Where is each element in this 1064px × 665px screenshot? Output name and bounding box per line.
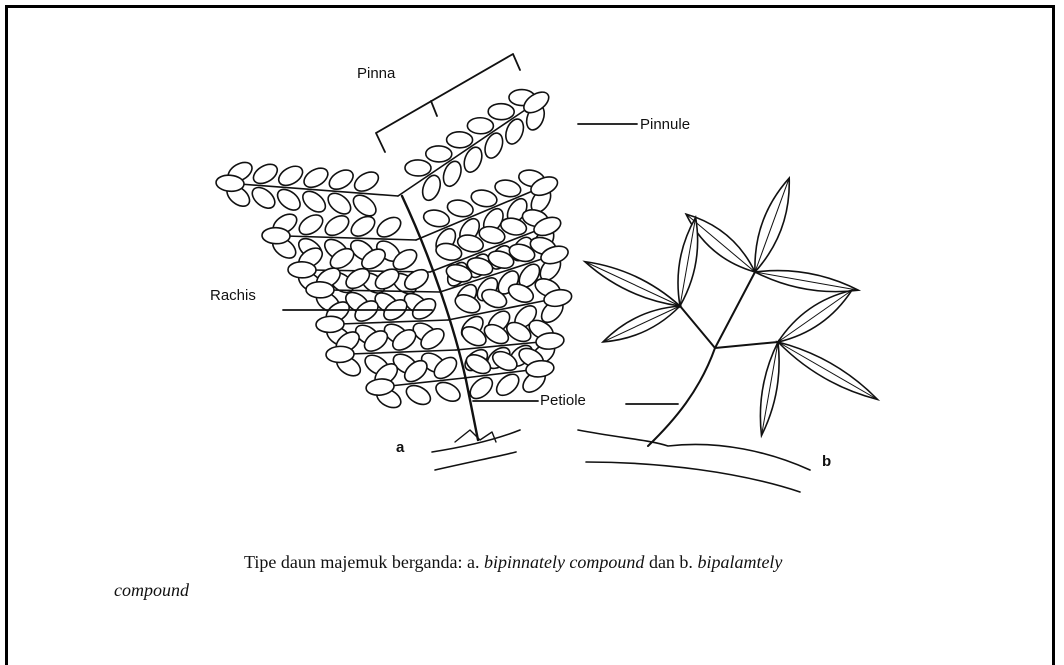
pinnule-leaflet bbox=[348, 213, 379, 241]
pinnule-leaflet bbox=[488, 103, 514, 119]
terminal-pinnule bbox=[306, 282, 334, 299]
rachilla-line bbox=[715, 342, 778, 348]
pinnule-leaflet bbox=[467, 118, 493, 134]
rachis-label: Rachis bbox=[210, 287, 256, 304]
pinnule-leaflet bbox=[482, 131, 506, 161]
pinnule-leaflet bbox=[322, 212, 353, 240]
pinnule-leaflet bbox=[470, 188, 499, 209]
rachilla-line bbox=[340, 320, 448, 324]
pinnule-leaflet bbox=[374, 213, 405, 241]
pinnule-leaflet bbox=[350, 191, 380, 220]
rachilla-line bbox=[680, 306, 715, 348]
terminal-pinnule bbox=[288, 262, 316, 278]
pinnule-leaflet bbox=[403, 382, 433, 409]
branch-line bbox=[435, 452, 516, 470]
pinnule-leaflet bbox=[296, 211, 327, 239]
pinna-label: Pinna bbox=[357, 65, 396, 82]
leaflet-midrib bbox=[778, 342, 878, 400]
branch-line bbox=[586, 462, 800, 492]
pinnule-leaflet bbox=[463, 351, 493, 377]
pinnule-leaflet bbox=[426, 146, 452, 162]
pinnule-leaflet bbox=[433, 379, 463, 406]
pinnule-leaflet bbox=[405, 160, 431, 176]
pinnule-label: Pinnule bbox=[640, 116, 690, 133]
leaflet-midrib bbox=[755, 178, 789, 272]
pinnule-leaflet bbox=[503, 117, 527, 147]
pinnule-leaflet bbox=[248, 183, 278, 212]
terminal-pinnule bbox=[316, 316, 345, 333]
pinnule-leaflet bbox=[324, 189, 354, 218]
petiole-label: Petiole bbox=[540, 392, 586, 409]
pinnule-leaflet bbox=[301, 164, 332, 191]
pinnule-leaflet bbox=[419, 173, 443, 203]
pinnule-leaflet bbox=[440, 159, 464, 189]
leaflet-midrib bbox=[585, 262, 680, 306]
panel-b-letter: b bbox=[822, 453, 831, 470]
leaflet-midrib bbox=[603, 306, 680, 342]
terminal-pinnule bbox=[326, 346, 355, 363]
pinnule-leaflet bbox=[299, 187, 329, 216]
pinnule-leaflet bbox=[274, 185, 304, 214]
pinnule-leaflet bbox=[351, 168, 382, 195]
branch-line bbox=[578, 430, 810, 470]
pinnule-leaflet bbox=[446, 198, 475, 219]
bipinnate-leaf-drawing bbox=[215, 88, 573, 470]
pinnule-leaflet bbox=[493, 178, 522, 199]
leaflet-midrib bbox=[778, 290, 852, 342]
pinnule-leaflet bbox=[275, 162, 306, 189]
rachilla-line bbox=[350, 350, 456, 354]
pinnule-leaflet bbox=[326, 166, 357, 193]
bipalmate-leaf-drawing bbox=[578, 178, 878, 492]
pinnule-leaflet bbox=[422, 208, 451, 229]
pinnule-leaflet bbox=[250, 160, 281, 187]
pinnule-label-group: Pinnule bbox=[578, 116, 690, 133]
terminal-pinnule bbox=[262, 227, 290, 244]
pinnule-leaflet bbox=[446, 132, 472, 148]
pinnule-leaflet bbox=[461, 145, 485, 175]
panel-a-letter: a bbox=[396, 439, 405, 456]
